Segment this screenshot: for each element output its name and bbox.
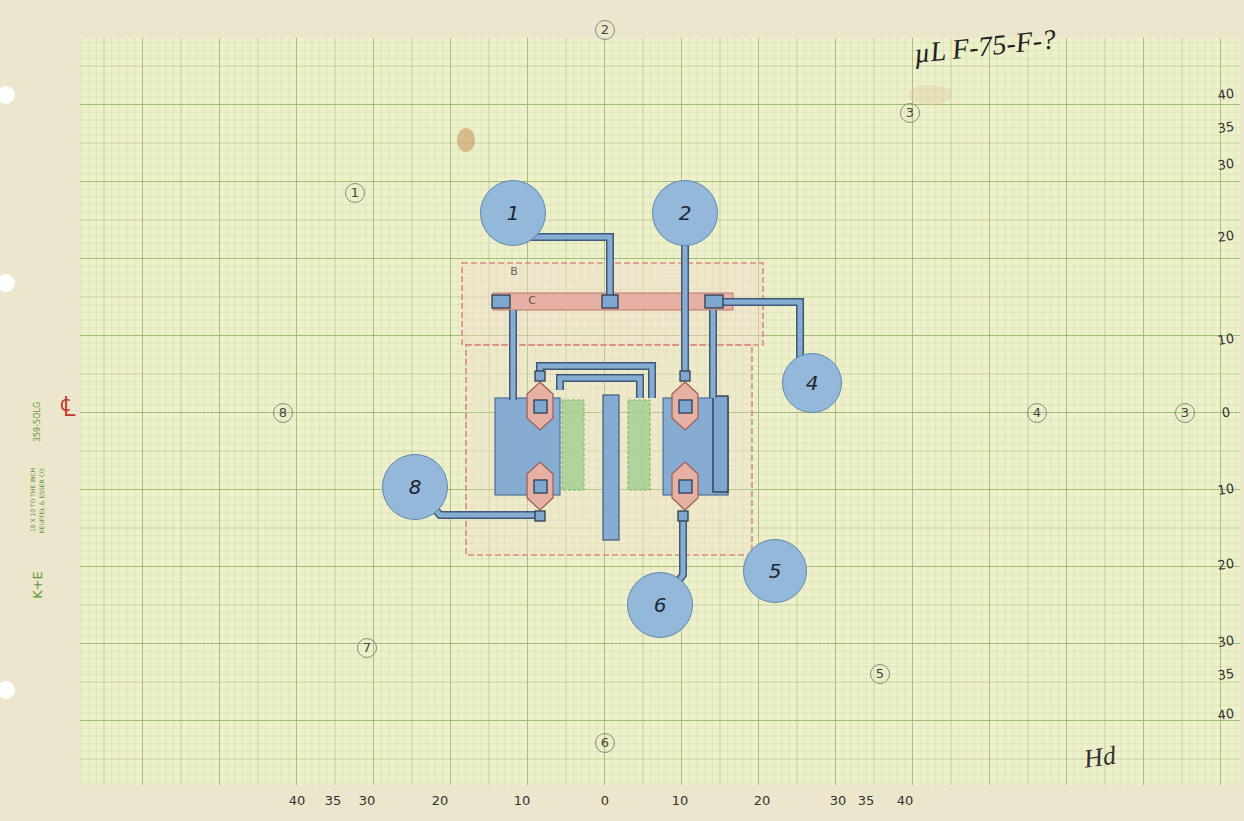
region-letter: B	[510, 266, 518, 278]
stain	[457, 128, 475, 152]
paper-imprint: 10 X 10 TO THE INCH	[30, 468, 37, 532]
wire	[722, 302, 800, 362]
contacts	[492, 295, 723, 521]
emitter-diamond	[527, 382, 553, 430]
grid-ground	[80, 38, 1240, 785]
contact-square	[678, 511, 688, 521]
scale-number: 35	[1217, 667, 1235, 683]
punch-hole	[0, 681, 15, 699]
contact-square	[535, 511, 545, 521]
emitter-diamond	[527, 462, 553, 510]
wire	[722, 302, 800, 362]
position-number: 7	[357, 638, 377, 658]
pad-number: 5	[769, 561, 782, 581]
scale-number: 10	[514, 794, 531, 808]
scale-number: 35	[858, 794, 875, 808]
wire	[540, 366, 652, 398]
wire-outline	[415, 213, 800, 605]
contact-square	[492, 295, 510, 308]
grid-mid	[80, 38, 1240, 785]
region-letter: C	[528, 295, 536, 307]
scale-number: 10	[1217, 332, 1235, 348]
scale-number: 35	[325, 794, 342, 808]
emitter-diamond	[672, 462, 698, 510]
emitter-shapes	[527, 382, 698, 510]
wire	[560, 378, 640, 398]
centerline-mark: ℄	[60, 392, 76, 423]
contact-square	[534, 480, 547, 493]
bond-pad: 4	[782, 353, 842, 413]
pad-number: 8	[409, 477, 422, 497]
scale-number: 0	[1221, 405, 1231, 420]
base-region	[562, 400, 584, 490]
scale-number: 20	[432, 794, 449, 808]
position-number: 6	[595, 733, 615, 753]
scale-number: 40	[1217, 707, 1235, 723]
pad-number: 1	[507, 203, 520, 223]
contact-square	[602, 295, 618, 308]
contact-square	[534, 400, 547, 413]
contact-square	[679, 480, 692, 493]
pad-number: 6	[654, 595, 667, 615]
grid-minor	[80, 38, 1240, 785]
position-number: 3	[1175, 403, 1195, 423]
common-bar	[603, 395, 619, 540]
contact-square	[679, 400, 692, 413]
wire	[509, 310, 517, 400]
position-number: 2	[595, 20, 615, 40]
base-region	[628, 400, 650, 490]
emitter-diamond	[672, 382, 698, 430]
stain	[908, 85, 952, 105]
wire-fill	[415, 213, 800, 605]
scale-number: 20	[1217, 557, 1235, 573]
scale-number: 10	[1217, 482, 1235, 498]
bond-pad: 8	[382, 454, 448, 520]
pad-number: 4	[806, 373, 819, 393]
wire	[709, 310, 717, 398]
position-number: 5	[870, 664, 890, 684]
punch-hole	[0, 274, 15, 292]
bond-pad: 1	[480, 180, 546, 246]
contact-strip	[713, 396, 728, 492]
bond-pad: 5	[743, 539, 807, 603]
bond-pad: 6	[627, 572, 693, 638]
position-number: 3	[900, 103, 920, 123]
paper-imprint: 359-5OLG	[34, 402, 43, 442]
scale-number: 30	[1217, 634, 1235, 650]
wire	[560, 378, 640, 398]
position-number: 1	[345, 183, 365, 203]
punch-hole	[0, 86, 15, 104]
scale-number: 35	[1217, 120, 1235, 136]
scale-number: 20	[754, 794, 771, 808]
resistor-bar	[493, 293, 733, 310]
wire	[711, 310, 716, 398]
scale-number: 30	[359, 794, 376, 808]
wire	[511, 310, 516, 400]
position-number: 8	[273, 403, 293, 423]
scale-number: 0	[601, 794, 609, 808]
position-number: 4	[1027, 403, 1047, 423]
pad-number: 2	[679, 203, 692, 223]
grid-major	[80, 38, 1240, 785]
scale-number: 40	[289, 794, 306, 808]
paper-imprint: KEUFFEL & ESSER CO.	[39, 467, 46, 534]
scale-number: 20	[1217, 229, 1235, 245]
scale-number: 30	[1217, 157, 1235, 173]
wire	[540, 366, 652, 398]
scale-number: 40	[897, 794, 914, 808]
paper-imprint: K+E	[31, 571, 45, 599]
signature: Hd	[1082, 742, 1117, 775]
contact-square	[705, 295, 723, 308]
scale-number: 40	[1217, 87, 1235, 103]
scale-number: 30	[830, 794, 847, 808]
bond-pad: 2	[652, 180, 718, 246]
scale-number: 10	[672, 794, 689, 808]
contact-square	[680, 371, 690, 381]
contact-square	[535, 371, 545, 381]
